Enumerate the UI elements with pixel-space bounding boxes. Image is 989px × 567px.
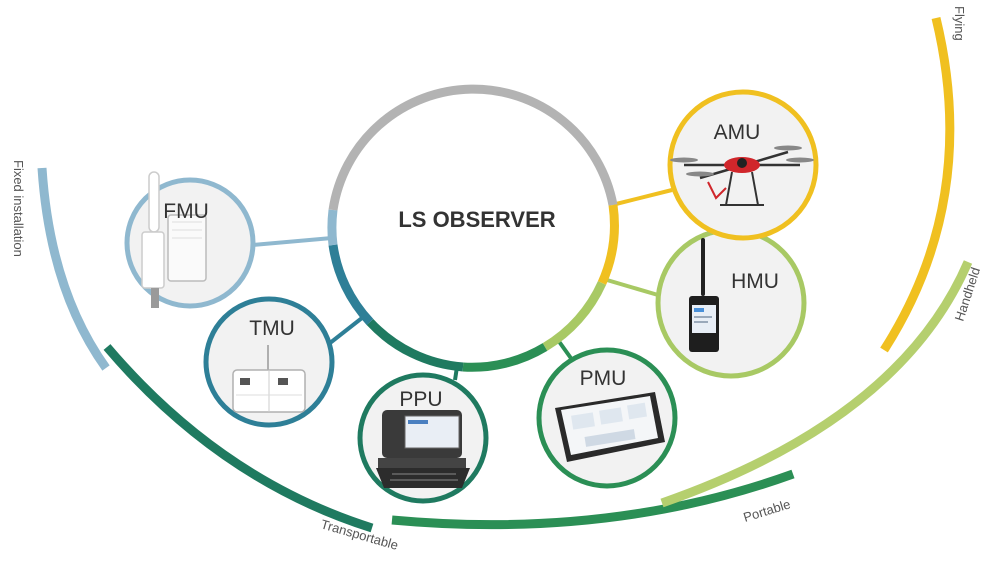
fixed-installation-arc [37, 167, 110, 371]
tmu-node[interactable]: TMU [203, 296, 335, 428]
transportable-arc [103, 344, 374, 533]
drone-icon [670, 145, 814, 206]
fmu-node[interactable]: FMU [124, 171, 256, 309]
pmu-device-icon [555, 392, 665, 462]
portable-label: Portable [741, 496, 792, 525]
flying-label: Flying [952, 6, 967, 41]
ppu-device-icon [376, 410, 470, 488]
amu-node[interactable]: AMU [667, 89, 819, 241]
hmu-label: HMU [731, 270, 779, 293]
pmu-label: PMU [580, 367, 627, 390]
fmu-device-icon [141, 171, 207, 308]
fixed-installation-label: Fixed installation [11, 160, 26, 257]
hmu-device-icon [689, 238, 719, 352]
ppu-node[interactable]: PPU [357, 372, 489, 504]
amu-label: AMU [714, 121, 761, 144]
tmu-device-icon [232, 345, 306, 413]
connector-amu [611, 188, 673, 207]
center-label: LS OBSERVER [398, 207, 555, 232]
tmu-label: TMU [249, 317, 295, 340]
flying-arc [880, 16, 955, 353]
handheld-arc [660, 260, 973, 508]
connector-fmu [252, 236, 333, 247]
fmu-label: FMU [163, 200, 209, 223]
hmu-node[interactable]: HMU [655, 227, 807, 379]
pmu-node[interactable]: PMU [536, 347, 678, 489]
ppu-label: PPU [399, 388, 442, 411]
center-ring [327, 83, 619, 372]
portable-arc [391, 469, 795, 530]
